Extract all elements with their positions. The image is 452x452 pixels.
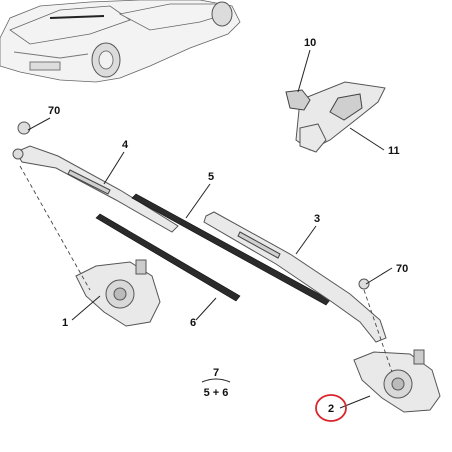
part-2-wiper-motor: [353, 349, 441, 413]
kit-brace: [201, 378, 231, 383]
kit-notation: 7 5 + 6: [201, 367, 231, 399]
callout-5: 5: [208, 171, 214, 183]
part-70-nut-right: [358, 278, 370, 290]
callout-11: 11: [388, 145, 400, 157]
callout-1: 1: [62, 317, 68, 329]
callout-6: 6: [190, 317, 196, 329]
callout-4: 4: [122, 139, 129, 151]
leader-lines: [27, 49, 393, 409]
part-3-wiper-arm: [203, 211, 387, 343]
callout-70-right: 70: [396, 263, 408, 275]
part-5-wiper-blade: [131, 193, 331, 306]
assembly-line-left: [19, 165, 91, 291]
callout-3: 3: [314, 213, 320, 225]
callout-10: 10: [304, 37, 316, 49]
part-70-nut-left: [17, 121, 31, 135]
kit-number: 7: [213, 367, 219, 379]
callout-70-left: 70: [48, 105, 60, 117]
assembly-line-right: [363, 289, 393, 373]
car-illustration: [0, 0, 241, 83]
part-10-clip: [285, 89, 311, 111]
part-4-wiper-arm: [12, 145, 179, 233]
callout-2: 2: [328, 403, 334, 415]
part-11-bracket: [295, 81, 386, 153]
kit-contents: 5 + 6: [204, 387, 229, 399]
part-6-wiper-blade: [95, 213, 241, 302]
part-1-wiper-motor: [75, 259, 161, 327]
callout-2-highlight: [315, 394, 347, 422]
